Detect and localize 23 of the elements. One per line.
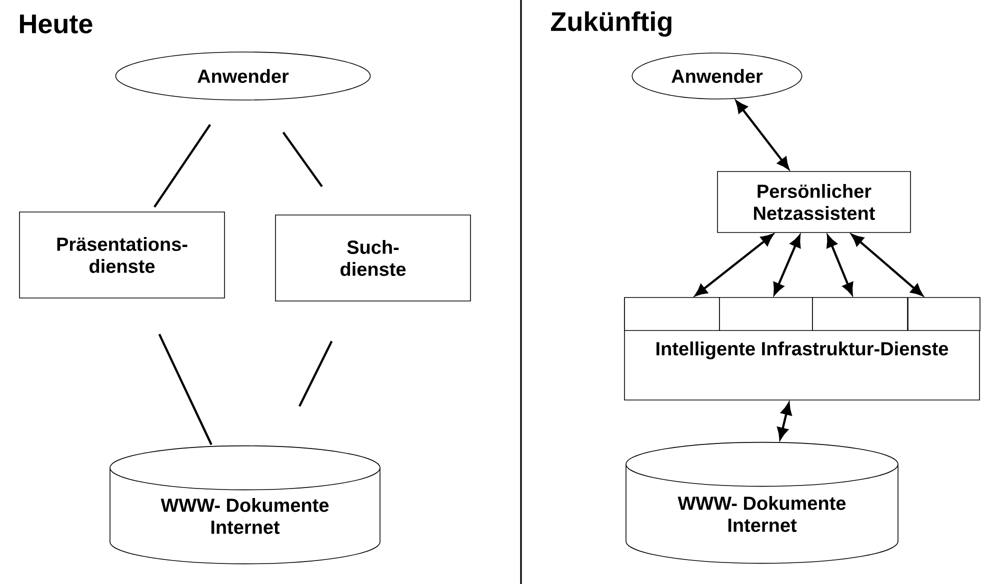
database-cylinder: WWW- Dokumente Internet	[110, 445, 380, 564]
process-box: Präsentations- dienste	[19, 212, 225, 298]
arrow	[694, 234, 774, 296]
connector-line	[282, 132, 323, 188]
arrow	[773, 235, 801, 295]
cell-box	[624, 297, 720, 331]
process-box: Such- dienste	[275, 214, 471, 302]
cell-box	[812, 297, 908, 331]
panel-heading: Zukünftig	[551, 11, 672, 37]
connector-line	[158, 334, 212, 446]
process-box: Persönlicher Netzassistent	[717, 171, 911, 233]
ellipse-node: Anwender	[632, 52, 802, 100]
cell-box	[719, 297, 813, 331]
connector-line	[298, 340, 333, 407]
panel-heading: Heute	[20, 14, 92, 34]
arrow	[736, 100, 790, 170]
arrow	[851, 234, 923, 296]
arrow	[826, 235, 854, 295]
ellipse-node: Anwender	[115, 52, 371, 100]
cell-box	[908, 297, 980, 331]
database-cylinder: WWW- Dokumente Internet	[626, 442, 898, 564]
arrow	[777, 402, 792, 440]
connector-line	[154, 124, 212, 208]
